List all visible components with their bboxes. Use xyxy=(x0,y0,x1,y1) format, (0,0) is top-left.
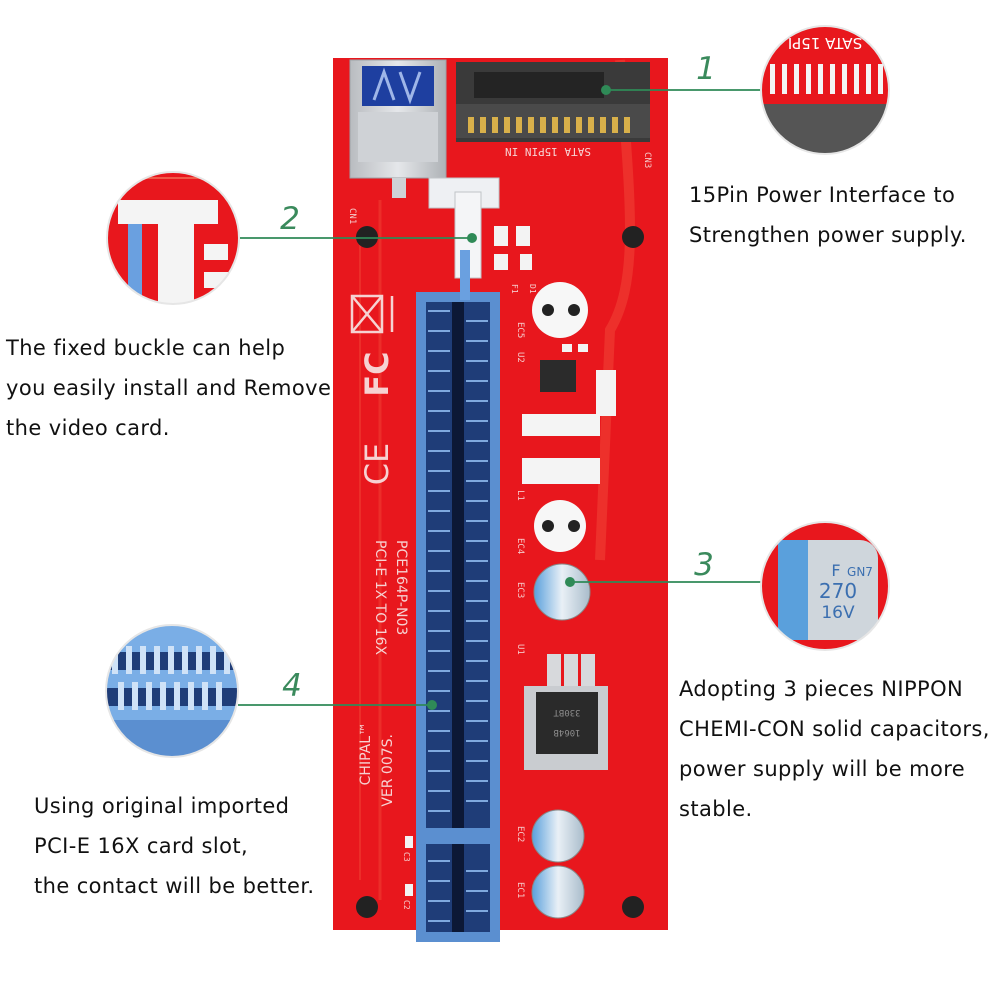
mounting-holes xyxy=(356,226,644,918)
label-sata-15pin-in: SATA 15PIN IN xyxy=(505,145,591,158)
callout-2-line-2: you easily install and Remove xyxy=(6,376,332,400)
callout-4-line-2: PCI-E 16X card slot, xyxy=(34,834,249,858)
label-ec3: EC3 xyxy=(515,582,525,598)
u2-chip xyxy=(540,360,576,392)
callout-2-line-3: the video card. xyxy=(6,416,170,440)
cap-code: GN7 xyxy=(847,565,873,579)
model-text-1: PCI-E 1X TO 16X xyxy=(372,540,388,655)
callout-text-3: Adopting 3 pieces NIPPON CHEMI-CON solid… xyxy=(679,669,990,829)
fc-logo: FC xyxy=(358,351,396,396)
riser-board: CN1 SATA 15PIN IN CN3 xyxy=(333,58,668,942)
callout-3-line-2: CHEMI-CON solid capacitors, xyxy=(679,717,990,741)
label-l1: L1 xyxy=(515,490,525,501)
ec1-capacitor xyxy=(531,865,585,919)
callout-text-2: The fixed buckle can help you easily ins… xyxy=(6,328,331,448)
label-ec4: EC4 xyxy=(515,538,525,554)
callout-text-1: 15Pin Power Interface to Strengthen powe… xyxy=(689,175,967,255)
callout-number-4: 4 xyxy=(282,668,302,704)
model-text-2: PCE164P-N03 xyxy=(393,540,409,635)
version-text: VER 007S. xyxy=(380,734,396,807)
callout-number-3: 3 xyxy=(694,547,714,583)
callout-number-1: 1 xyxy=(696,51,716,87)
zoom-circle-buckle xyxy=(106,171,240,305)
callout-number-2: 2 xyxy=(280,201,300,237)
ec2-capacitor xyxy=(531,809,585,863)
label-ec5: EC5 xyxy=(515,322,525,338)
callout-3-line-3: power supply will be more xyxy=(679,757,966,781)
u1-regulator xyxy=(524,654,608,770)
pcie-slot xyxy=(416,177,500,942)
label-c2: C2 xyxy=(402,900,411,910)
callout-lines xyxy=(238,89,761,706)
weee-bin-icon xyxy=(350,294,394,334)
label-cn1: CN1 xyxy=(347,208,357,224)
pcb xyxy=(333,58,668,930)
label-d1: D1 xyxy=(528,284,537,294)
callout-1-line-2: Strengthen power supply. xyxy=(689,223,967,247)
label-u1: U1 xyxy=(515,644,525,655)
callout-1-line-1: 15Pin Power Interface to xyxy=(689,183,956,207)
cap-line-2: 270 xyxy=(819,579,857,603)
callout-2-line-1: The fixed buckle can help xyxy=(6,336,286,360)
label-ec2: EC2 xyxy=(515,826,525,842)
ce-logo: CE xyxy=(358,443,396,486)
zoom-circle-capacitor: F 270 16V GN7 xyxy=(760,521,890,651)
chip-text-2: 1064B xyxy=(553,727,580,737)
callout-3-line-4: stable. xyxy=(679,797,753,821)
zoom-circle-slot xyxy=(105,624,239,758)
callout-3-line-1: Adopting 3 pieces NIPPON xyxy=(679,677,964,701)
zoom-circle-sata: SATA 15PI xyxy=(760,25,890,155)
chip-text-1: 330BT xyxy=(553,707,581,717)
label-u2: U2 xyxy=(515,352,525,363)
sata-connector xyxy=(456,62,650,142)
smd-components xyxy=(494,226,616,416)
label-f1: F1 xyxy=(510,284,519,294)
brand-text: CHIPAL™ xyxy=(358,722,374,785)
callout-dots xyxy=(427,85,611,710)
callout-text-4: Using original imported PCI-E 16X card s… xyxy=(34,786,315,906)
callout-4-line-1: Using original imported xyxy=(34,794,290,818)
cap-line-1: F xyxy=(831,561,840,580)
callout-4-line-3: the contact will be better. xyxy=(34,874,315,898)
ec3-capacitor xyxy=(533,563,591,621)
label-ec1: EC1 xyxy=(515,882,525,898)
label-cn3: CN3 xyxy=(642,152,652,168)
zoom1-label: SATA 15PI xyxy=(788,34,862,52)
label-c3: C3 xyxy=(402,852,411,862)
ec4-pad xyxy=(534,500,586,552)
usb-port xyxy=(349,59,447,198)
cap-line-3: 16V xyxy=(821,603,855,623)
ec5-pad xyxy=(532,282,588,338)
